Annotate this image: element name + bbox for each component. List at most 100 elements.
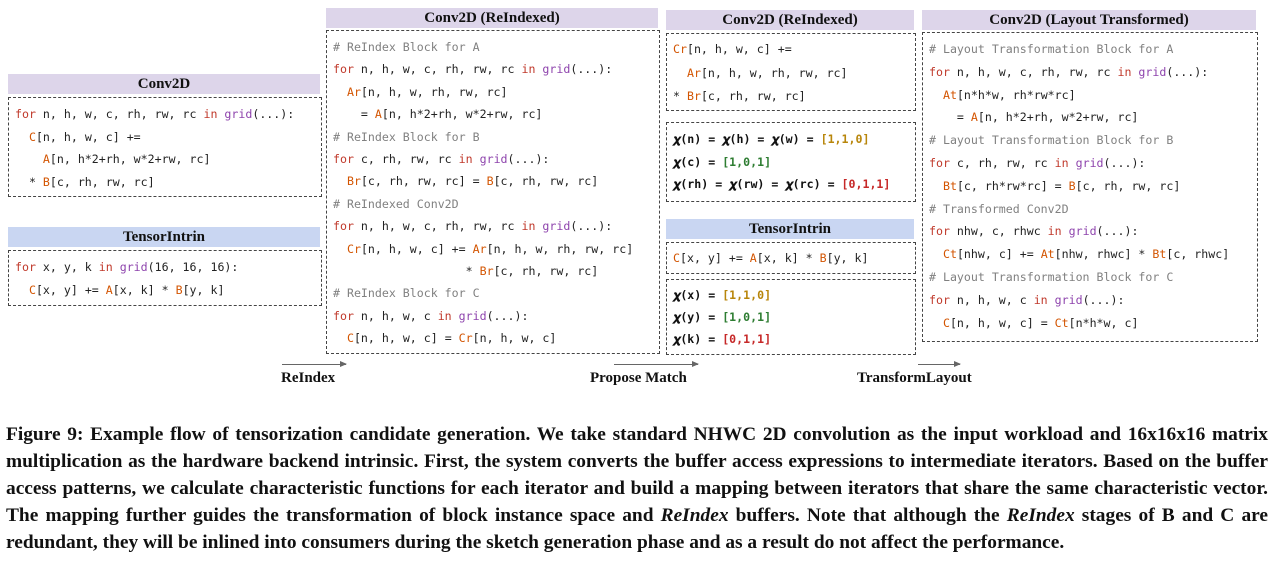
code-token: grid [458,308,487,323]
code-token: for [929,292,957,307]
code-token [15,283,29,297]
code-line: C[n, h, w, c] += [15,126,141,148]
transform-layout-step-label: TransformLayout [857,370,972,386]
layout-transformed-header: Conv2D (Layout Transformed) [922,10,1256,30]
code-token: n, h, w, c, rh, rw, rc [360,219,522,234]
code-token: * [673,89,687,103]
code-token: Ar [686,65,701,80]
code-token: [n, h, w, rh, rw, rc] [700,65,848,80]
code-token [673,66,687,80]
code-token: [x, k] * [112,283,176,297]
code-token: Bt [942,178,957,193]
code-token [333,331,347,345]
code-token: = [333,107,375,122]
code-token: * [15,174,43,189]
code-token: in [1033,292,1055,307]
code-token: [n, h*2+rh, w*2+rw, rc] [381,107,543,122]
code-line: for x, y, k in grid(16, 16, 16): [15,256,238,278]
code-line: Cr[n, h, w, c] += Ar[n, h, w, rh, rw, rc… [333,238,633,260]
code-token: n, h, w, c, rh, rw, rc [956,64,1118,79]
code-line: 𝝌(c) = [1,0,1] [673,151,771,173]
code-token: B [175,283,183,297]
code-token: for [929,64,957,79]
code-token: [c, rh, rw, rc] [1075,178,1181,193]
code-token [929,88,943,102]
code-token: # Layout Transformation Block for B [929,133,1174,148]
conv2d-code-box: for n, h, w, c, rh, rw, rc in grid(...):… [8,97,322,197]
code-token: # Transformed Conv2D [929,201,1069,216]
code-token: [nhw, c] += [956,247,1041,262]
code-line: Cr[n, h, w, c] += [673,38,792,60]
code-token: (...): [1082,292,1125,307]
code-line: 𝝌(y) = [1,0,1] [673,306,771,328]
code-token [929,179,943,193]
code-line: for n, h, w, c, rh, rw, rc in grid(...): [15,103,294,125]
code-line: for n, h, w, c, rh, rw, rc in grid(...): [333,58,612,80]
code-token: [c, rh*rw*rc] = [956,178,1069,193]
code-token: B [819,251,827,265]
code-token: Ct [942,247,957,262]
code-token: 𝝌(y) = [673,310,723,324]
code-token: [0,1,1] [841,177,891,191]
code-token: c, rh, rw, rc [360,152,459,166]
code-token: [n, h*2+rh, w*2+rw, rc] [49,152,211,166]
code-line: 𝝌(x) = [1,1,0] [673,284,771,306]
code-token: (...): [1166,64,1209,79]
code-token: A [749,251,757,265]
code-token: * [333,264,480,278]
code-token: Ar [346,84,361,99]
code-token: grid [542,62,571,77]
code-line: = A[n, h*2+rh, w*2+rw, rc] [929,106,1139,128]
code-token: B [1068,178,1076,193]
code-token: [n*h*w, rh*rw*rc] [956,87,1076,102]
code-token: x, y, k [42,260,99,274]
code-token: for [15,107,43,121]
code-line: # Transformed Conv2D [929,198,1069,220]
code-token: [c, rh, rw, rc] [493,264,599,278]
code-line: # ReIndex Block for C [333,282,480,304]
code-token: [1,0,1] [722,154,772,169]
code-token: for [333,308,361,323]
code-token: for [15,260,43,274]
code-line: # ReIndexed Conv2D [333,193,459,215]
code-token: grid [1075,156,1104,170]
reindex-step-label: ReIndex [281,370,336,386]
tensorintrin-match-code-box: C[x, y] += A[x, k] * B[y, k] [666,242,916,274]
code-token: # ReIndex Block for A [333,40,480,54]
code-token: for [333,219,361,234]
code-token: B [486,174,494,189]
code-token: (...): [252,107,295,121]
code-token: grid [1054,292,1083,307]
code-token: [n, h, w, c] += [360,241,473,256]
code-token: A [42,152,50,166]
code-line: for c, rh, rw, rc in grid(...): [929,152,1145,174]
code-token: 𝝌(rh) = 𝝌(rw) = 𝝌(rc) = [673,177,842,191]
code-line: Ct[nhw, c] += At[nhw, rhwc] * Bt[c, rhwc… [929,243,1229,265]
code-line: Ar[n, h, w, rh, rw, rc] [673,62,848,84]
code-token: A [105,283,113,297]
code-token: [n, h, w, c] [472,331,557,346]
code-token: [y, k] [826,251,869,265]
code-token: B [42,174,50,189]
code-token: Cr [458,331,473,346]
code-token: for [929,156,957,170]
code-line: * B[c, rh, rw, rc] [15,171,155,193]
code-token: At [942,87,957,102]
code-token: A [374,107,382,122]
reindexed-conv2d-code-box: # ReIndex Block for A for n, h, w, c, rh,… [326,30,660,354]
code-token: [1,0,1] [722,310,772,324]
caption-emphasis-2: ReIndex [1006,505,1075,526]
code-token: in [521,219,543,234]
code-token: in [458,152,480,166]
code-token: Bt [1152,247,1167,262]
propose-match-arrow [614,361,699,367]
code-token: (...): [486,308,529,323]
tensorintrin-header: TensorIntrin [8,227,320,247]
code-token: n, h, w, c, rh, rw, rc [360,62,522,77]
code-token: = [929,110,971,125]
code-token [333,174,347,188]
code-token [929,316,943,330]
transform-layout-arrow [918,361,961,367]
code-line: A[n, h*2+rh, w*2+rw, rc] [15,148,211,170]
